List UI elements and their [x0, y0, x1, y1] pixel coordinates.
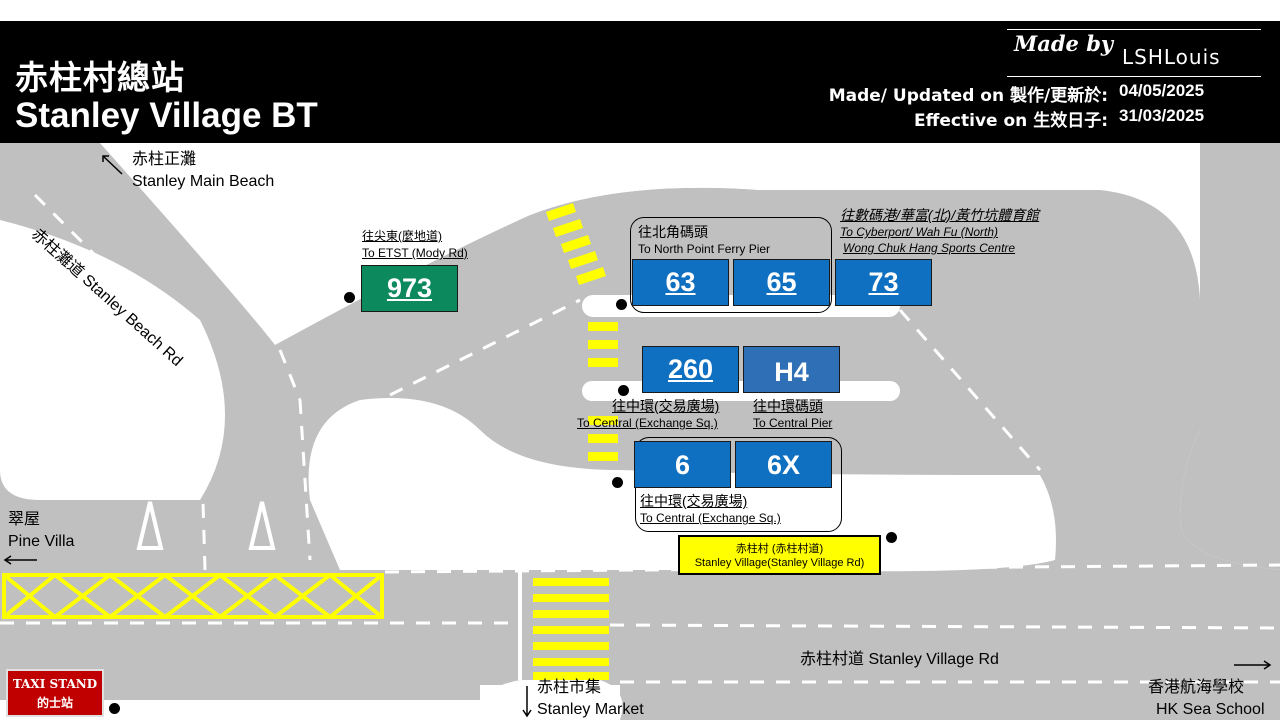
- place-market-en: Stanley Market: [537, 701, 644, 718]
- made-updated-label: Made/ Updated on 製作/更新於:: [828, 86, 1108, 106]
- taxi-stand-sign: TAXI STAND 的士站: [6, 669, 104, 717]
- terminus-name-en: Stanley Village BT: [15, 96, 318, 135]
- bay-route-63[interactable]: 63: [632, 259, 729, 306]
- taxi-stand-zh: 的士站: [36, 696, 73, 710]
- bay-route-h4[interactable]: H4: [743, 346, 840, 393]
- route-number: 65: [766, 267, 797, 297]
- dest-central-exchange2-en: To Central (Exchange Sq.): [640, 511, 781, 525]
- dest-central-exchange2-zh: 往中環(交易廣場): [640, 493, 748, 509]
- route-number: 63: [665, 267, 696, 297]
- stop-dot-6[interactable]: [612, 477, 623, 488]
- place-market-zh: 赤柱市集: [537, 679, 602, 696]
- effective-label: Effective on 生效日子:: [914, 111, 1108, 131]
- dest-cyberport-zh: 往數碼港/華富(北)/黃竹坑體育館: [840, 207, 1040, 223]
- route-number: 6X: [766, 450, 801, 480]
- bay-route-260[interactable]: 260: [642, 346, 739, 393]
- stop-dot-260[interactable]: [618, 385, 629, 396]
- dest-central-exchange-en: To Central (Exchange Sq.): [577, 416, 718, 430]
- north-point-group-frame: [630, 217, 832, 313]
- dest-north-point-en: To North Point Ferry Pier: [638, 242, 771, 256]
- place-sea-school-zh: 香港航海學校: [1148, 679, 1245, 696]
- place-main-beach-zh: 赤柱正灘: [132, 151, 197, 168]
- author-name: LSHLouis: [1122, 45, 1221, 69]
- effective-date: 31/03/2025: [1119, 106, 1205, 125]
- stop-dot-north-point[interactable]: [616, 299, 627, 310]
- stop-sign-line1: 赤柱村 (赤柱村道): [735, 543, 824, 555]
- dest-central-exchange-zh: 往中環(交易廣場): [612, 398, 720, 414]
- place-main-beach-en: Stanley Main Beach: [132, 173, 275, 190]
- taxi-stand-en: TAXI STAND: [12, 677, 98, 691]
- credit-frame: [1007, 29, 1261, 77]
- route-number: 973: [386, 273, 433, 303]
- route-number: 6: [674, 450, 691, 480]
- made-updated-date: 04/05/2025: [1119, 81, 1205, 100]
- place-sea-school-en: HK Sea School: [1156, 701, 1265, 718]
- header-bar: 赤柱村總站 Stanley Village BT Made by LSHLoui…: [0, 21, 1280, 143]
- terminus-name-zh: 赤柱村總站: [15, 58, 185, 97]
- stanley-village-rd-stop-sign: 赤柱村 (赤柱村道) Stanley Village(Stanley Villa…: [678, 535, 881, 575]
- dest-central-pier-en: To Central Pier: [753, 416, 833, 430]
- bay-route-973[interactable]: 973: [361, 265, 458, 312]
- dest-etst-en: To ETST (Mody Rd): [362, 246, 468, 260]
- stop-sign-line2: Stanley Village(Stanley Village Rd): [694, 557, 865, 569]
- dest-north-point-zh: 往北角碼頭: [638, 224, 708, 240]
- route-number: H4: [774, 357, 809, 387]
- place-pine-villa-en: Pine Villa: [8, 533, 75, 550]
- bay-route-65[interactable]: 65: [733, 259, 830, 306]
- stop-dot-taxi[interactable]: [109, 703, 120, 714]
- bay-route-6x[interactable]: 6X: [735, 441, 832, 488]
- route-number: 73: [868, 267, 899, 297]
- dest-central-pier-zh: 往中環碼頭: [753, 398, 823, 414]
- bay-route-73[interactable]: 73: [835, 259, 932, 306]
- made-by-label: Made by: [1014, 31, 1114, 56]
- stop-dot-973[interactable]: [344, 292, 355, 303]
- bay-route-6[interactable]: 6: [634, 441, 731, 488]
- stop-dot-village-rd[interactable]: [886, 532, 897, 543]
- road-name-stanley-village-rd: 赤柱村道 Stanley Village Rd: [800, 651, 999, 668]
- dest-etst-zh: 往尖東(麼地道): [362, 229, 442, 243]
- place-pine-villa-zh: 翠屋: [8, 511, 41, 528]
- dest-cyberport-en1: To Cyberport/ Wah Fu (North): [840, 225, 999, 239]
- route-number: 260: [667, 354, 714, 384]
- dest-cyberport-en2: Wong Chuk Hang Sports Centre: [843, 241, 1016, 255]
